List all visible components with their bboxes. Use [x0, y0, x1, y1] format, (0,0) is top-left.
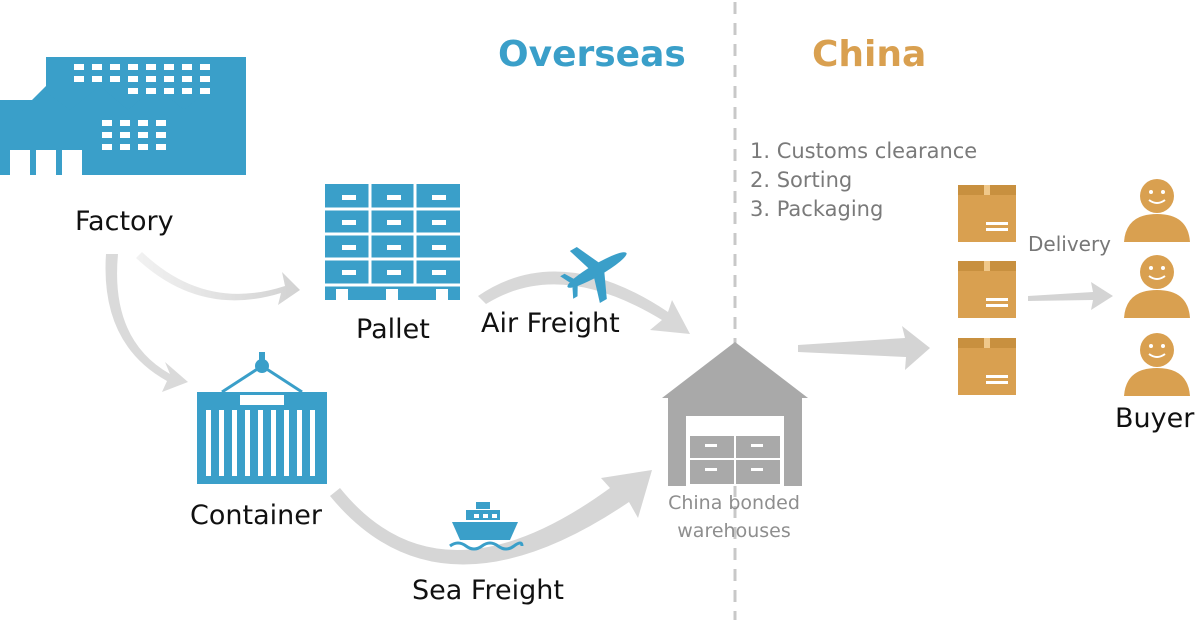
arrow-factory-to-pallet [136, 252, 300, 305]
arrow-factory-to-container [105, 254, 188, 392]
parcel-icon [958, 185, 1016, 242]
pallet-label: Pallet [356, 314, 430, 345]
factory-label: Factory [75, 206, 174, 237]
delivery-label: Delivery [1028, 232, 1112, 256]
container-label: Container [190, 500, 322, 531]
buyer-icon [1124, 255, 1190, 318]
arrow-delivery [1028, 282, 1113, 310]
processing-step: 1. Customs clearance [750, 139, 978, 163]
sea-freight-label: Sea Freight [412, 575, 564, 606]
buyer-icon [1124, 333, 1190, 396]
airplane-icon [560, 247, 627, 303]
processing-step: 3. Packaging [750, 197, 884, 221]
region-label-overseas: Overseas [498, 34, 686, 75]
arrow-air-freight [478, 271, 690, 334]
arrow-warehouse-to-parcels [798, 326, 930, 370]
warehouse-label: China bonded warehouses [668, 492, 800, 542]
pallet-icon [325, 184, 460, 300]
warehouse-icon [662, 342, 808, 486]
arrow-sea-freight [330, 470, 652, 565]
processing-step: 2. Sorting [750, 168, 853, 192]
factory-icon [0, 57, 246, 175]
processing-steps-list: 1. Customs clearance 2. Sorting 3. Packa… [750, 137, 977, 224]
ship-icon [449, 502, 524, 551]
buyer-label: Buyer [1115, 403, 1195, 434]
air-freight-label: Air Freight [481, 308, 620, 339]
region-label-china: China [812, 34, 927, 75]
parcel-icon [958, 338, 1016, 395]
buyer-icon [1124, 179, 1190, 242]
container-icon [197, 352, 327, 484]
parcel-icon [958, 261, 1016, 318]
